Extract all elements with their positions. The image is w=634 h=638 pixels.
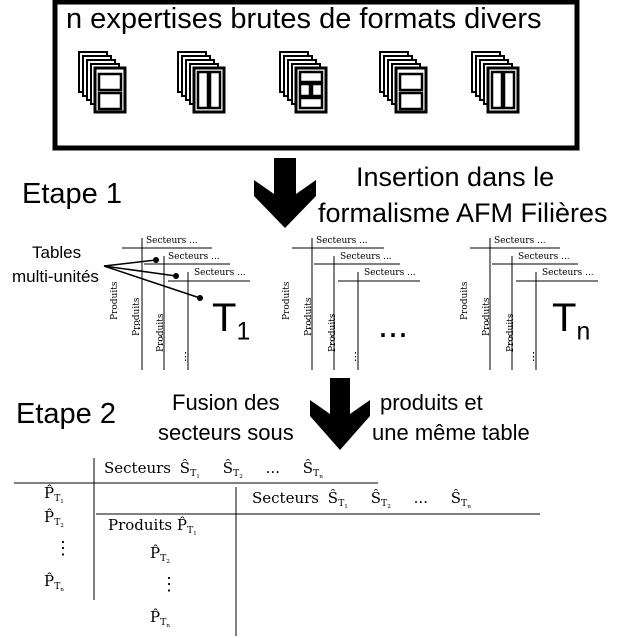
down-arrow-icon-1 [254, 158, 316, 228]
mini-row-header: Produits [282, 281, 292, 320]
tables-label-line2: multi-unités [12, 267, 99, 286]
mini-row-ellipsis: ⋮ [350, 350, 361, 363]
mini-col-header: Secteurs ... [364, 268, 416, 278]
top-col-3: ŜTn [302, 459, 323, 481]
mini-row-ellipsis: ⋮ [304, 318, 315, 331]
right-col-3: ŜTn [450, 489, 471, 511]
merged-right-header: Secteurs ŜT1 ŜT2 ... ŜTn [252, 489, 471, 511]
document-stack-icon-4 [378, 50, 428, 114]
mini-row-ellipsis: ⋮ [482, 318, 493, 331]
merged-top-header: Secteurs ŜT1 ŜT2 ... ŜTn [104, 459, 323, 481]
box-title: n expertises brutes de formats divers [66, 3, 542, 35]
tables-label-line1: Tables [32, 243, 82, 262]
top-col-1: ŜT1 [179, 459, 200, 481]
mini-row-header: Produits [110, 281, 120, 320]
down-arrow-icon-2 [310, 378, 370, 450]
mini-col-header: Secteurs ... [518, 252, 570, 262]
mini-col-header: Secteurs ... [168, 252, 220, 262]
step2-right-line1: produits et [380, 390, 483, 415]
right-col-1: ŜT1 [327, 489, 348, 511]
mini-row-ellipsis: ⋮ [326, 334, 337, 347]
inner-row-ellipsis: ⋮ [160, 574, 178, 595]
mini-col-header: Secteurs ... [542, 268, 594, 278]
mini-col-header: Secteurs ... [194, 268, 246, 278]
multi-unit-table-group-2 [292, 238, 420, 370]
multi-unit-table-group-1 [122, 238, 250, 370]
multi-unit-table-group-3 [470, 238, 598, 370]
mini-row-ellipsis: ⋮ [156, 334, 167, 347]
right-col-2: ŜT2 [370, 489, 391, 511]
left-row-2: P̂T2 [44, 508, 64, 530]
middle-ellipsis: ... [378, 304, 409, 345]
step2-label: Etape 2 [16, 398, 116, 430]
merged-table-lines [14, 458, 540, 636]
mini-col-header: Secteurs ... [316, 236, 368, 246]
document-stack-icon-1 [77, 50, 127, 114]
left-row-1: P̂T1 [44, 484, 64, 506]
step2-left-line1: Fusion des [172, 390, 280, 415]
left-row-3: P̂Tn [44, 572, 65, 594]
first-table-label: T1 [212, 296, 251, 346]
inner-row-2: P̂T2 [150, 544, 170, 566]
inner-row-1: P̂T1 [176, 516, 197, 538]
mini-row-header: Produits [460, 281, 470, 320]
step1-description-line2: formalisme AFM Filières [318, 198, 608, 228]
document-stack-icon-2 [176, 50, 226, 114]
mini-col-header: Secteurs ... [494, 236, 546, 246]
step1-description-line1: Insertion dans le [356, 162, 555, 192]
mini-row-ellipsis: ⋮ [180, 350, 191, 363]
mini-row-ellipsis: ⋮ [528, 350, 539, 363]
document-stack-icon-5 [470, 50, 520, 114]
document-stack-icon-3 [278, 50, 328, 114]
inner-row-3: P̂Tn [150, 608, 171, 630]
step1-label: Etape 1 [22, 178, 122, 210]
last-table-label: Tn [552, 296, 591, 346]
table-pointer-lines [103, 257, 203, 301]
mini-row-ellipsis: ⋮ [134, 318, 145, 331]
left-row-ellipsis: ⋮ [54, 538, 72, 559]
top-col-2: ŜT2 [222, 459, 243, 481]
inner-row-header: Produits P̂T1 [108, 516, 197, 538]
step2-right-line2: une même table [372, 420, 530, 445]
mini-col-header: Secteurs ... [340, 252, 392, 262]
mini-col-header: Secteurs ... [146, 236, 198, 246]
mini-row-ellipsis: ⋮ [504, 334, 515, 347]
step2-left-line2: secteurs sous [158, 420, 294, 445]
